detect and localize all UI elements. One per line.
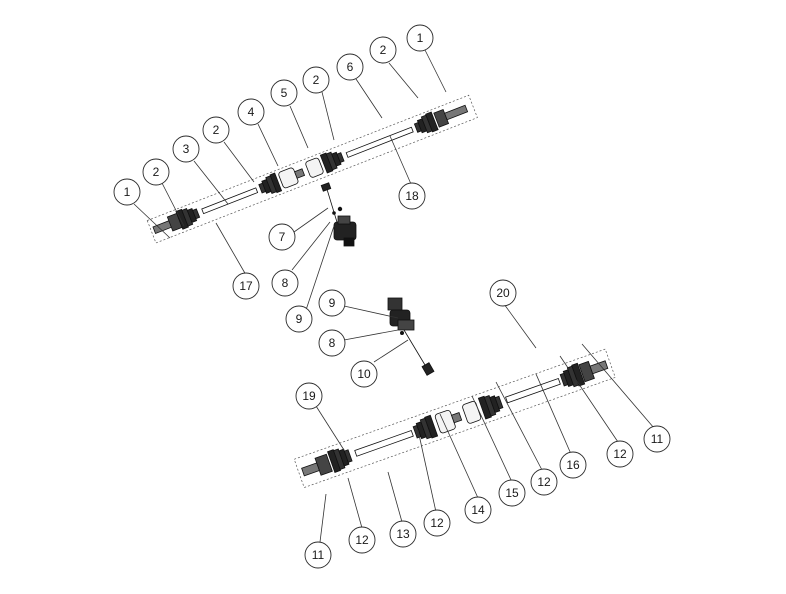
top-joint-stub [294,168,306,179]
top-gear-washer [332,211,336,215]
svg-text:6: 6 [347,60,354,74]
callout-2-top-a: 2 [142,158,170,186]
svg-text:19: 19 [302,389,316,403]
callout-8-bottom-gear: 8 [318,329,346,357]
svg-text:15: 15 [505,486,519,500]
svg-text:11: 11 [651,432,664,446]
svg-text:12: 12 [430,516,444,530]
callout-9-bottom-gear: 9 [318,289,346,317]
callout-15-bottom: 15 [498,479,526,507]
callout-4-top: 4 [237,98,265,126]
callout-14-bottom: 14 [464,496,492,524]
top-joint-housing [278,167,299,189]
bottom-right-shaft [505,377,561,404]
callout-16-bottom: 16 [559,451,587,479]
bottom-joint-cup [462,400,482,424]
bottom-gear-assembly [387,297,435,376]
svg-text:9: 9 [296,312,303,326]
bottom-gear-column [403,329,429,371]
svg-text:2: 2 [313,73,320,87]
leader-lines [133,49,655,543]
svg-text:1: 1 [417,31,424,45]
top-gear-nut [337,206,343,212]
bottom-joint-housing [434,410,456,434]
top-right-boot [413,111,439,134]
callout-20-bottom: 20 [489,279,517,307]
svg-text:12: 12 [537,475,551,489]
svg-text:8: 8 [282,276,289,290]
svg-text:2: 2 [213,123,220,137]
bottom-left-boot [327,448,353,473]
svg-text:20: 20 [496,286,510,300]
bottom-gear-washer [400,331,404,335]
svg-text:12: 12 [613,447,627,461]
bottom-mid-boot [412,414,439,440]
callout-11-bottom-right: 11 [643,425,671,453]
svg-text:13: 13 [396,527,410,541]
bottom-inner-boot [477,395,504,420]
callout-12-bottom-b: 12 [423,509,451,537]
top-joint-cup [305,157,324,178]
callout-12-bottom-a: 12 [348,526,376,554]
callout-12-bottom-d: 12 [606,440,634,468]
bottom-assembly-boundary [293,348,616,488]
callout-10-bottom-gear: 10 [350,360,378,388]
svg-text:8: 8 [329,336,336,350]
top-assembly-boundary [146,94,478,244]
top-gear-housing [333,215,357,247]
top-inner-boot [319,151,345,174]
svg-text:14: 14 [471,503,485,517]
top-right-stub-shaft [444,104,469,121]
callout-2-top-d: 2 [369,36,397,64]
callout-13-bottom: 13 [389,520,417,548]
bottom-joint-stub [450,412,463,424]
callout-1-top-left: 1 [113,178,141,206]
top-left-shaft [201,187,259,215]
callout-7-top-gear: 7 [268,223,296,251]
callout-6-top: 6 [336,53,364,81]
svg-text:4: 4 [248,105,255,119]
svg-text:9: 9 [329,296,336,310]
callout-5-top: 5 [270,79,298,107]
svg-text:2: 2 [380,43,387,57]
bottom-left-shaft [354,430,414,457]
svg-text:10: 10 [357,367,371,381]
svg-text:12: 12 [355,533,369,547]
callout-3-top: 3 [172,135,200,163]
svg-text:3: 3 [183,142,190,156]
bottom-left-outer-joint [314,453,333,476]
callout-2-top-b: 2 [202,116,230,144]
svg-text:11: 11 [312,548,325,562]
top-left-boot [175,207,201,230]
callout-11-bottom-left: 11 [304,541,332,569]
callout-1-top-right: 1 [406,24,434,52]
svg-text:5: 5 [281,86,288,100]
svg-text:16: 16 [566,458,580,472]
callout-8-top-gear: 8 [271,269,299,297]
bottom-right-stub-shaft [589,360,609,375]
top-shaft-assembly [146,94,478,244]
callout-12-bottom-c: 12 [530,468,558,496]
callout-9-top-gear: 9 [285,305,313,333]
svg-text:7: 7 [279,230,286,244]
callout-2-top-c: 2 [302,66,330,94]
callout-18-top: 18 [398,182,426,210]
top-right-shaft [345,126,414,158]
svg-text:2: 2 [153,165,160,179]
top-mid-boot [258,172,283,194]
callout-19-bottom: 19 [295,382,323,410]
callout-17-top: 17 [232,272,260,300]
svg-text:17: 17 [239,279,253,293]
top-gear-assembly [320,182,357,247]
svg-text:1: 1 [124,185,131,199]
bottom-gear-housing [387,297,415,331]
svg-text:18: 18 [405,189,419,203]
